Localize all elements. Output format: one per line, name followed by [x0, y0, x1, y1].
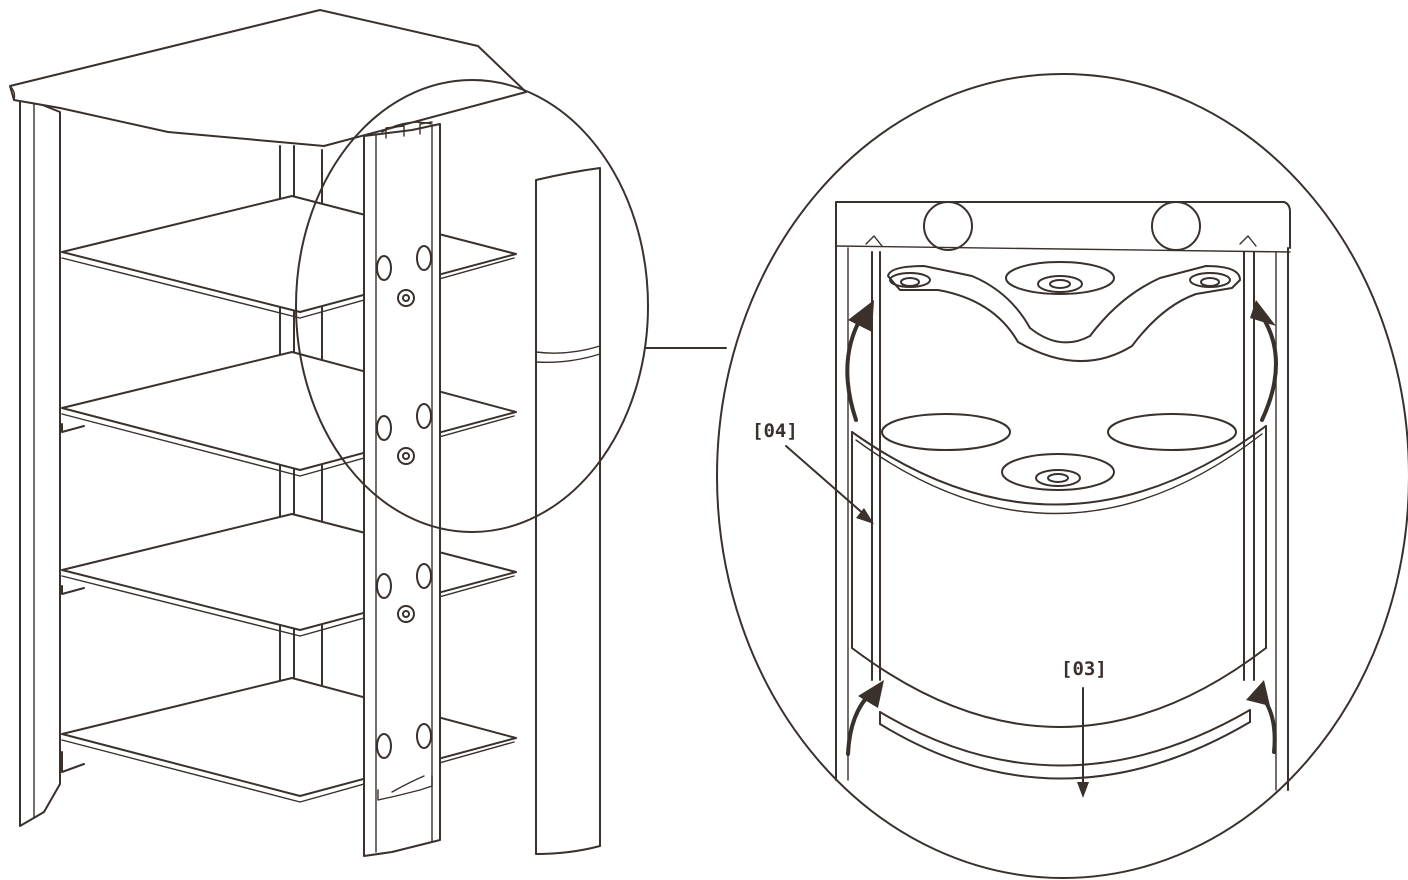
leader-arrow-04 — [785, 445, 874, 524]
callout-label-03: [03] — [1061, 658, 1107, 680]
front-post — [363, 121, 441, 857]
curved-cover-panel — [535, 167, 601, 855]
post-holes — [376, 245, 432, 759]
frame-top-bar — [835, 201, 1291, 253]
top-panel — [9, 9, 527, 147]
glass-shelf-1 — [61, 195, 517, 319]
leader-arrow-03 — [1077, 687, 1089, 798]
callout-label-04: [04] — [752, 420, 798, 442]
frame-uprights — [835, 235, 1289, 791]
rotation-arrows — [845, 300, 1278, 756]
glass-shelf-3 — [61, 513, 517, 637]
detail-circle-small — [295, 79, 649, 533]
enlarged-detail: [04] [03] — [716, 73, 1408, 879]
cover-panel-04 — [851, 425, 1267, 728]
glass-shelf-2 — [61, 351, 517, 477]
clip-bracket — [887, 261, 1241, 362]
lower-plate-holes — [881, 413, 1237, 491]
bottom-rail-03 — [879, 709, 1251, 780]
glass-shelf-4 — [61, 677, 517, 803]
left-post — [19, 95, 61, 827]
shelf-unit — [9, 9, 649, 857]
